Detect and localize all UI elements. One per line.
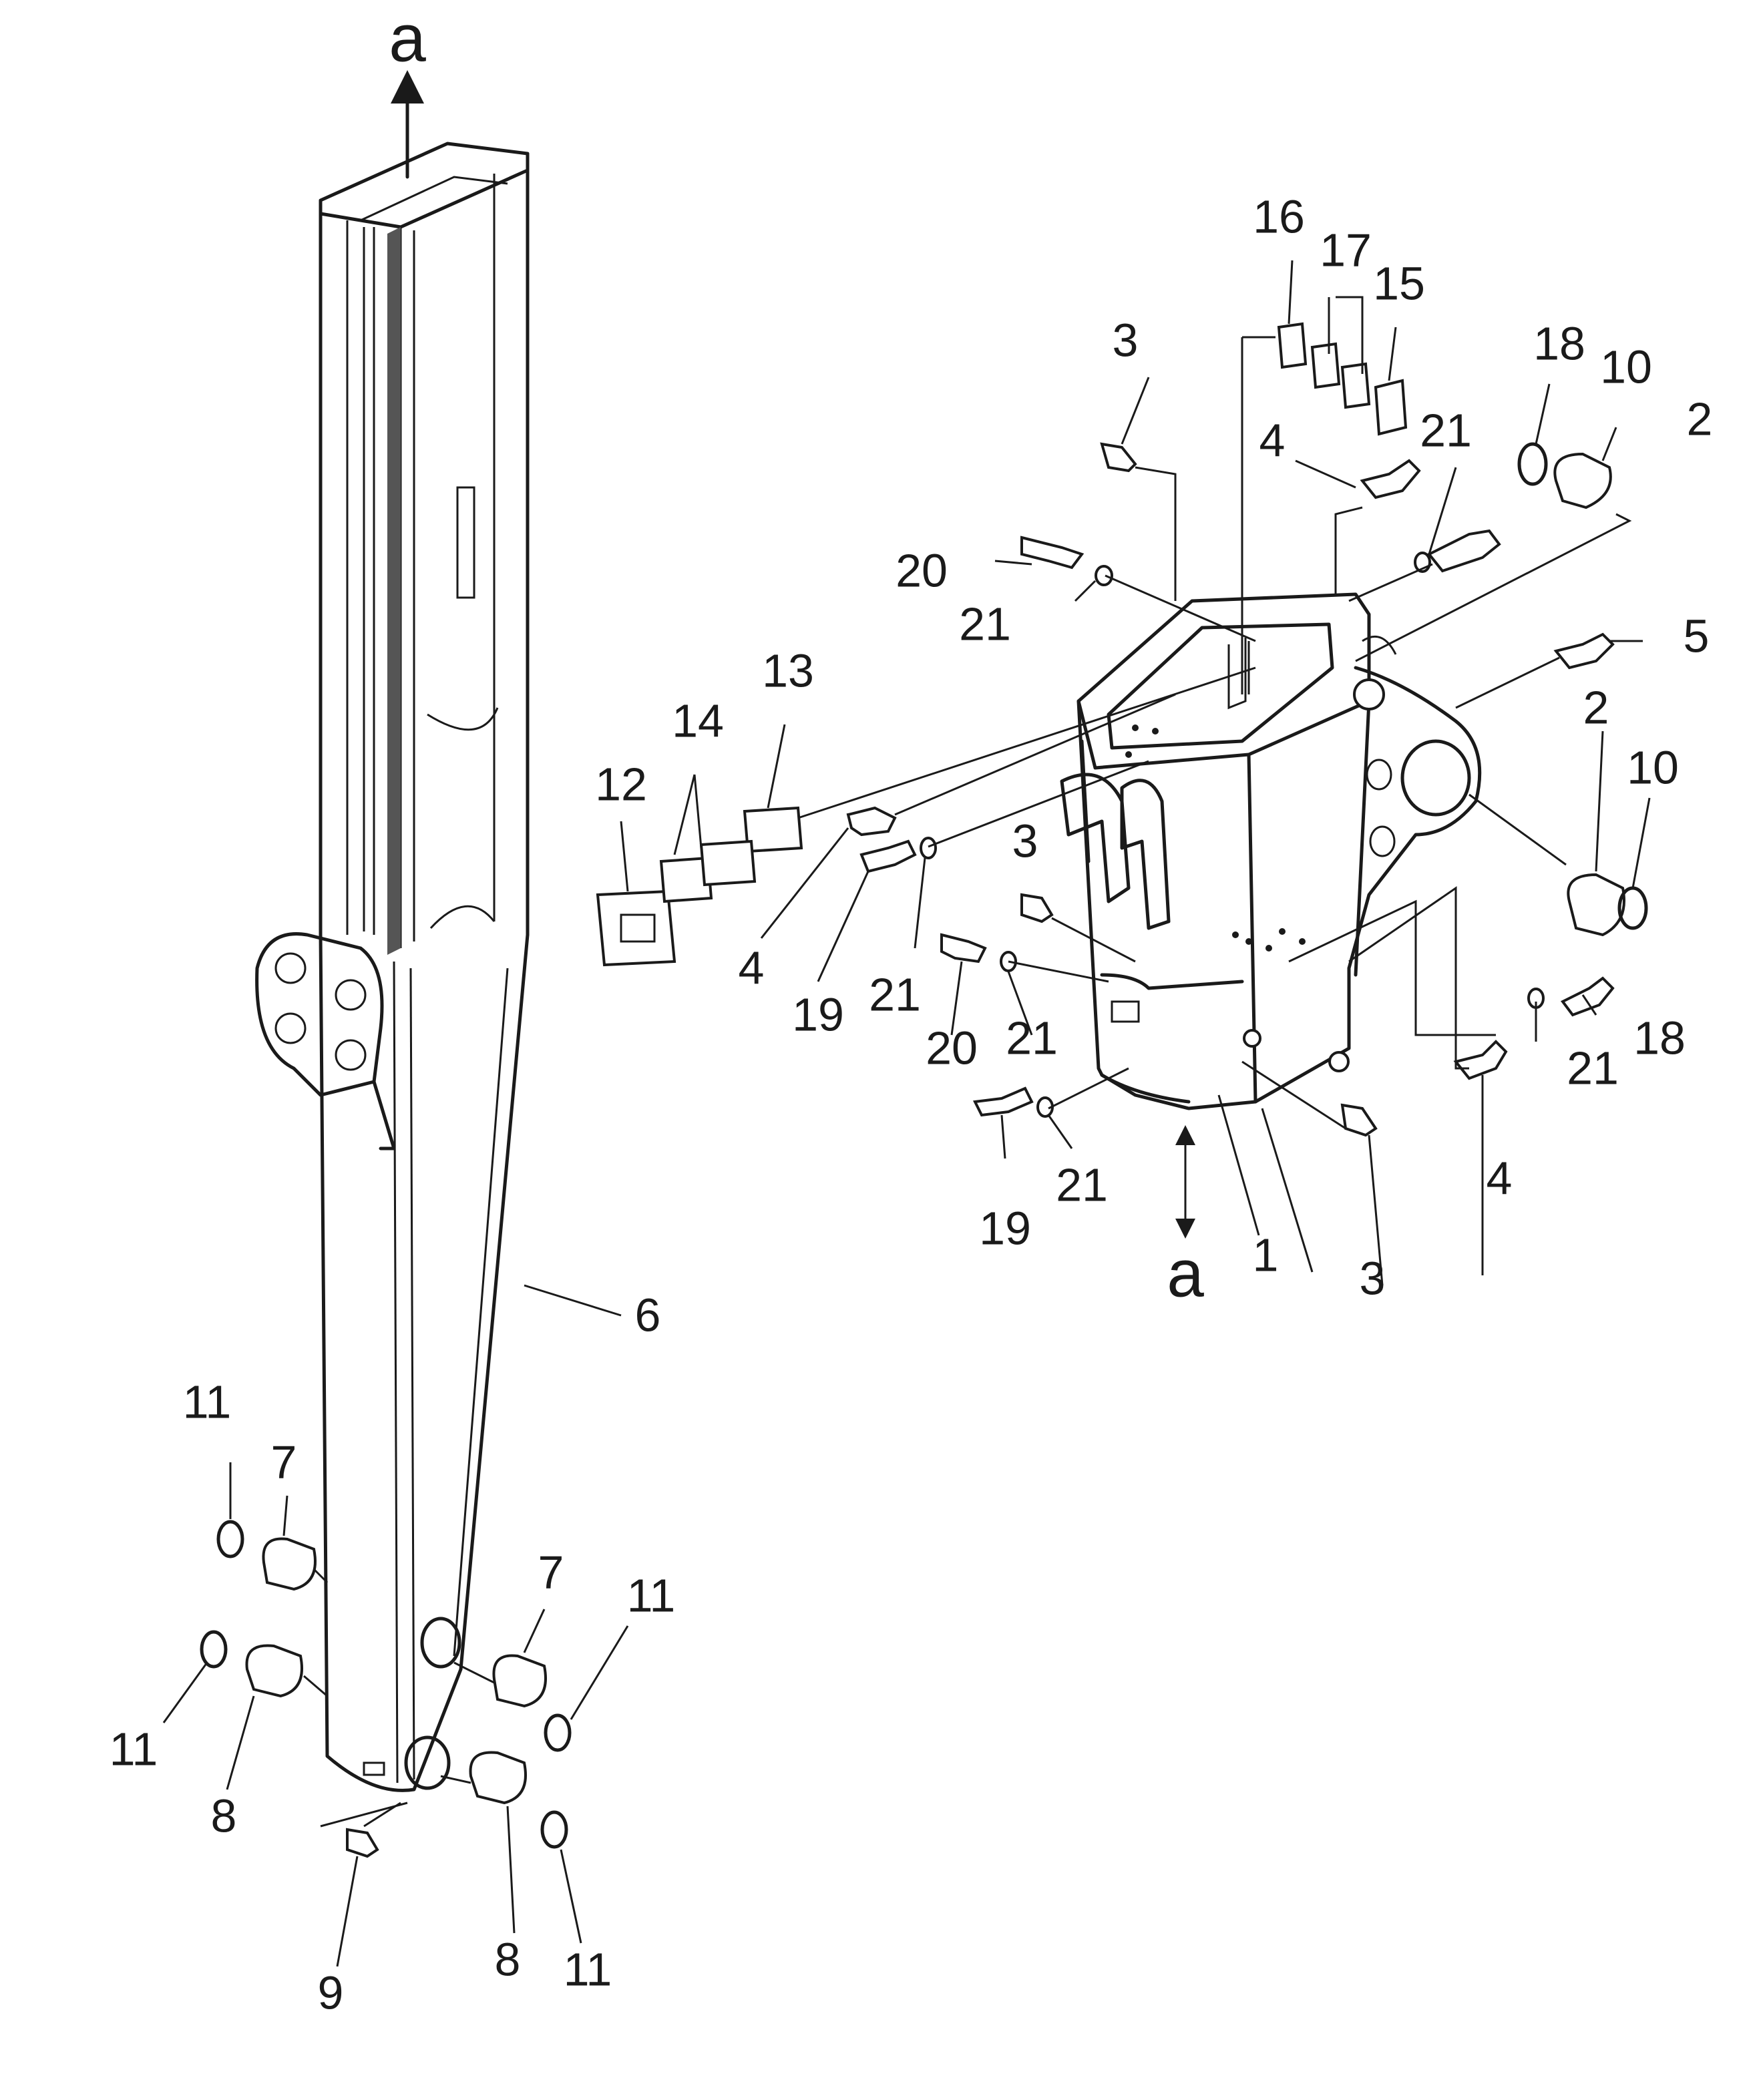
part-11-label-lower-right: 11 [564,1943,612,1995]
part-8-label-left: 8 [211,1790,237,1842]
part-18-label-upper: 18 [1533,317,1585,369]
part-12-label: 12 [595,758,647,810]
part-10-label-lower: 10 [1627,741,1679,793]
part-2-label-upper: 2 [1687,393,1713,445]
arm-assembly [255,70,530,1792]
part-21-label-e: 21 [1056,1159,1108,1211]
part-20-label-lower: 20 [926,1022,978,1074]
part-4-label-upper: 4 [1259,414,1286,466]
part-21-label-a: 21 [959,598,1011,650]
part-18-label-lower: 18 [1633,1012,1686,1064]
part-7-label-right: 7 [538,1546,564,1598]
part-6-label: 6 [635,1289,661,1341]
part-9-label: 9 [318,1966,344,2019]
part-8-label-right: 8 [495,1933,521,1985]
part-14-label: 14 [672,694,724,747]
small-parts [200,322,1648,1858]
part-21-label-c: 21 [869,968,921,1020]
part-19-label-upper: 19 [792,988,844,1040]
part-2-label-lower: 2 [1583,681,1609,733]
part-3-label-upper: 3 [1113,314,1139,366]
part-15-label: 15 [1373,257,1425,309]
leader-lines [162,260,1651,1967]
part-3-label-lower: 3 [1360,1252,1386,1304]
part-11-label-upper-right: 11 [627,1569,676,1621]
main-bracket-body [1060,592,1482,1110]
part-1-label: 1 [1253,1229,1279,1281]
part-21-label-b: 21 [1420,404,1472,456]
part-21-label-f: 21 [1567,1042,1619,1094]
part-4-label-right: 4 [1487,1152,1513,1204]
view-a-label-top: a [389,1,426,75]
part-10-label-upper: 10 [1600,341,1652,393]
part-4-label-left: 4 [739,941,765,994]
part-5-label: 5 [1684,610,1710,662]
part-16-label: 16 [1253,190,1305,242]
part-11-label-lower-left: 11 [110,1723,158,1775]
part-7-label-left: 7 [271,1436,297,1488]
part-19-label-lower: 19 [979,1202,1031,1254]
part-20-label-upper: 20 [896,544,948,596]
part-3-label-mid: 3 [1012,815,1038,867]
part-13-label: 13 [762,644,814,696]
part-11-label-upper-left: 11 [183,1376,232,1428]
part-21-label-d: 21 [1006,1012,1058,1064]
callout-labels: a a 1 2 2 3 3 3 4 4 4 5 6 7 7 8 8 9 10 1… [110,1,1713,2019]
part-17-label: 17 [1320,224,1372,276]
view-a-label-bottom: a [1167,1236,1204,1311]
